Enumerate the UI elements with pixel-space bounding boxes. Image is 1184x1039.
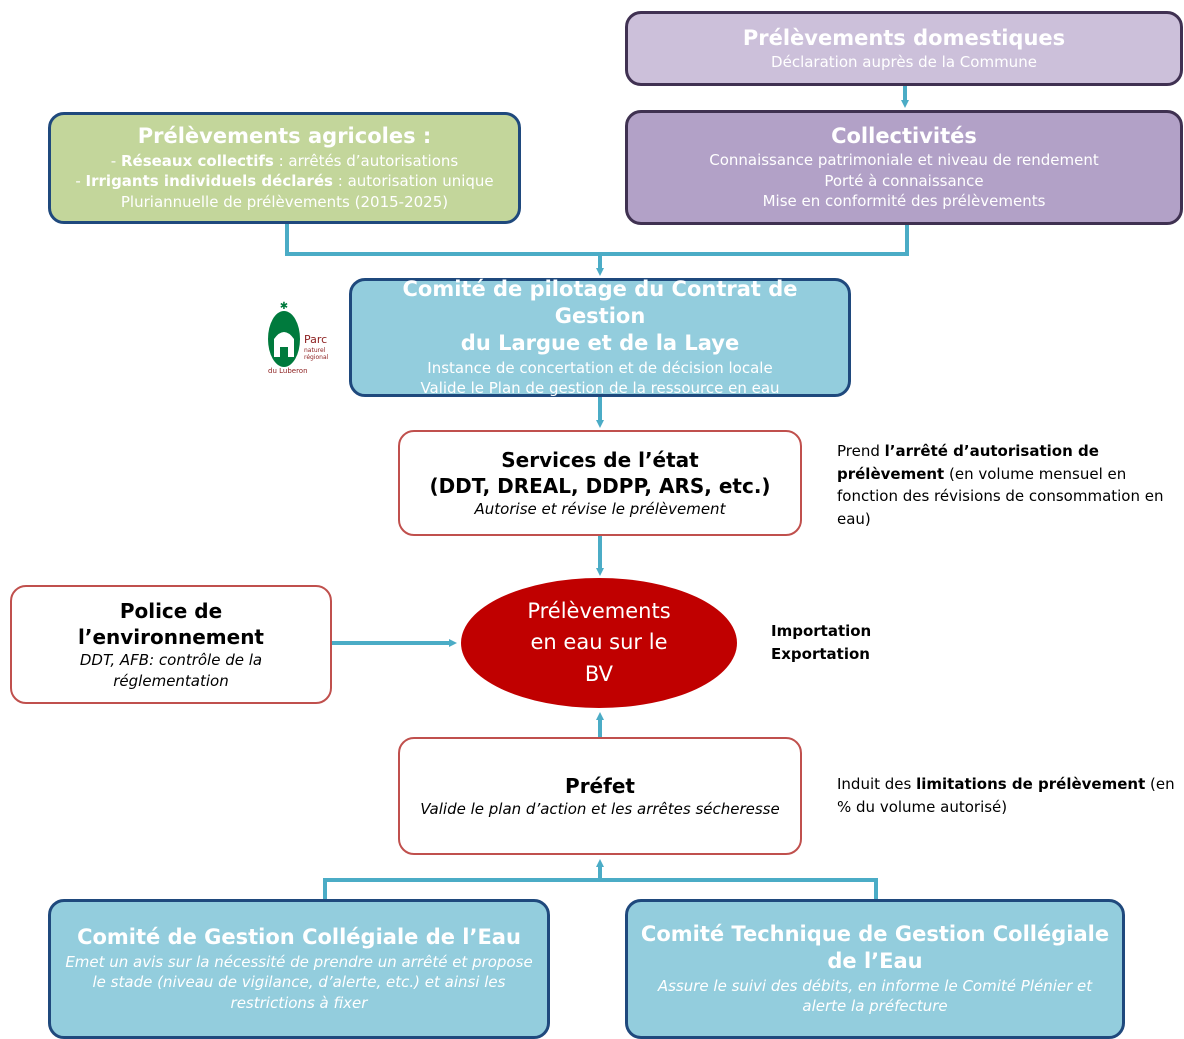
collectivites-line: Connaissance patrimoniale et niveau de r… [709,151,1099,170]
technical-committee-box: Comité Technique de Gestion Collégiale d… [625,899,1125,1039]
steering-committee-box: Comité de pilotage du Contrat de Gestion… [349,276,851,398]
police-title-line-2: l’environnement [78,624,264,649]
parc-luberon-logo: ✱ Parc naturel régional du Luberon [264,297,334,377]
io-exportation: Exportation [771,645,870,664]
cogec-title: Comité de Gestion Collégiale de l’Eau [77,925,521,950]
agricoles-line-3: Pluriannuelle de prélèvements (2015-2025… [120,192,449,211]
police-title-line-1: Police de [119,598,223,623]
prefet-title: Préfet [565,773,635,798]
prelevements-line-3: BV [584,661,614,686]
domestic-withdrawals-box: Prélèvements domestiques Déclaration aup… [625,11,1183,86]
agricoles-line-2-bold: Irrigants individuels déclarés [85,172,333,191]
agricoles-line-2: - Irrigants individuels déclarés : autor… [75,172,494,191]
agricultural-withdrawals-box: Prélèvements agricoles : - Réseaux colle… [48,112,521,224]
cogec-subtitle: Emet un avis sur la nécessité de prendre… [65,952,533,1012]
io-importation: Importation [771,622,872,640]
svg-text:✱: ✱ [280,301,288,312]
copil-line: Instance de concertation et de décision … [427,358,773,377]
agricoles-title: Prélèvements agricoles : [137,124,432,149]
cotec-subtitle: Assure le suivi des débits, en informe l… [657,976,1093,1016]
copil-title-line-1: Comité de pilotage du Contrat de Gestion [402,276,798,329]
prelevements-line-2: en eau sur le [530,630,668,655]
environment-police-box: Police de l’environnement DDT, AFB: cont… [10,585,332,704]
connector-committees [323,878,878,899]
prefect-note: Induit des limitations de prélèvement (e… [837,775,1175,816]
domestic-title: Prélèvements domestiques [742,25,1066,50]
domestic-subtitle: Déclaration auprès de la Commune [771,52,1037,71]
prefet-subtitle: Valide le plan d’action et les arrêtes s… [420,799,780,818]
collectivites-title: Collectivités [831,123,977,148]
police-subtitle-line-2: réglementation [113,671,229,690]
note-prefet-bold: limitations de prélèvement [916,775,1146,793]
svg-text:du Luberon: du Luberon [268,367,308,375]
state-services-box: Services de l’état (DDT, DREAL, DDPP, AR… [398,430,802,536]
police-subtitle-line-1: DDT, AFB: contrôle de la [79,650,263,669]
connector-agricoles [285,224,909,256]
note-etat-bold: l’arrêté d’autorisation de prélèvement [837,442,1099,483]
collectivites-line: Porté à connaissance [824,171,984,190]
cotec-title-line-1: Comité Technique de Gestion Collégiale [640,922,1110,947]
water-withdrawals-ellipse: Prélèvements en eau sur le BV [461,578,737,708]
prefect-box: Préfet Valide le plan d’action et les ar… [398,737,802,855]
prelevements-line-1: Prélèvements [527,598,671,623]
collegial-management-committee-box: Comité de Gestion Collégiale de l’Eau Em… [48,899,550,1039]
etat-title-line-2: (DDT, DREAL, DDPP, ARS, etc.) [429,473,771,498]
import-export-note: Importation Exportation [771,620,871,667]
state-services-note: Prend l’arrêté d’autorisation de prélève… [837,442,1164,528]
agricoles-line-1: - Réseaux collectifs : arrêtés d’autoris… [110,151,459,170]
collectivites-box: Collectivités Connaissance patrimoniale … [625,110,1183,225]
copil-title-line-2: du Largue et de la Laye [460,331,740,356]
svg-text:Parc: Parc [304,333,327,346]
collectivites-line: Mise en conformité des prélèvements [762,192,1046,211]
svg-text:naturel: naturel [304,347,326,354]
copil-line: Valide le Plan de gestion de la ressourc… [420,379,780,398]
cotec-title-line-2: de l’Eau [827,949,923,974]
svg-text:régional: régional [304,354,329,361]
etat-subtitle: Autorise et révise le prélèvement [474,499,726,518]
agricoles-line-1-bold: Réseaux collectifs [120,151,274,170]
etat-title-line-1: Services de l’état [501,447,699,472]
